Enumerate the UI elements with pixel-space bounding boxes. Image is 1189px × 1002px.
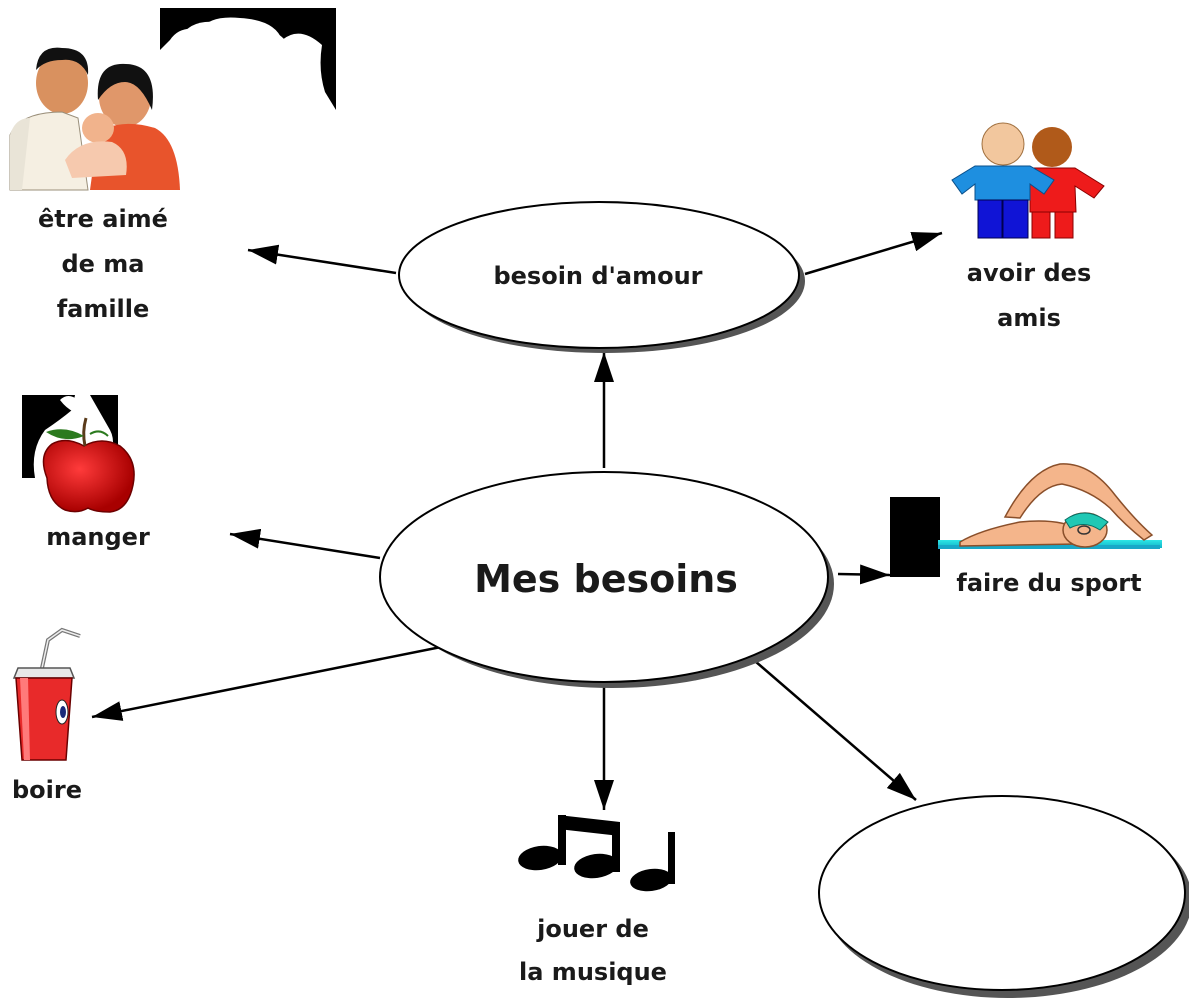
label-boire: boire (12, 776, 82, 804)
swimmer-icon (890, 463, 1162, 577)
arrow-to-manger (229, 528, 381, 560)
famille-line-1: être aimé (38, 205, 168, 233)
famille-line-3: famille (57, 295, 150, 323)
family-photo-icon (9, 8, 336, 191)
arrow-to-sport (837, 564, 891, 585)
amis-line-2: amis (997, 304, 1061, 332)
center-node: Mes besoins (379, 471, 834, 688)
love-label: besoin d'amour (493, 262, 702, 290)
amis-line-1: avoir des (967, 259, 1092, 287)
love-node: besoin d'amour (398, 201, 805, 353)
apple-icon (22, 395, 135, 513)
label-manger: manger (46, 523, 150, 551)
empty-node (818, 795, 1189, 998)
musique-line-1: jouer de (536, 915, 649, 943)
famille-line-2: de ma (61, 250, 144, 278)
arrow-to-empty (747, 654, 917, 801)
arrows (91, 231, 943, 810)
drink-cup-icon (12, 627, 81, 761)
musique-line-2: la musique (519, 958, 667, 986)
arrow-to-amis (804, 231, 943, 276)
label-famille: être aimé de ma famille (38, 205, 168, 323)
center-label: Mes besoins (474, 557, 738, 601)
two-friends-icon (951, 122, 1105, 239)
label-musique: jouer de la musique (519, 915, 667, 986)
arrow-to-boire (91, 644, 447, 721)
arrow-to-famille (247, 244, 397, 275)
music-notes-icon (518, 815, 675, 892)
label-sport: faire du sport (956, 569, 1141, 597)
label-amis: avoir des amis (967, 259, 1092, 332)
